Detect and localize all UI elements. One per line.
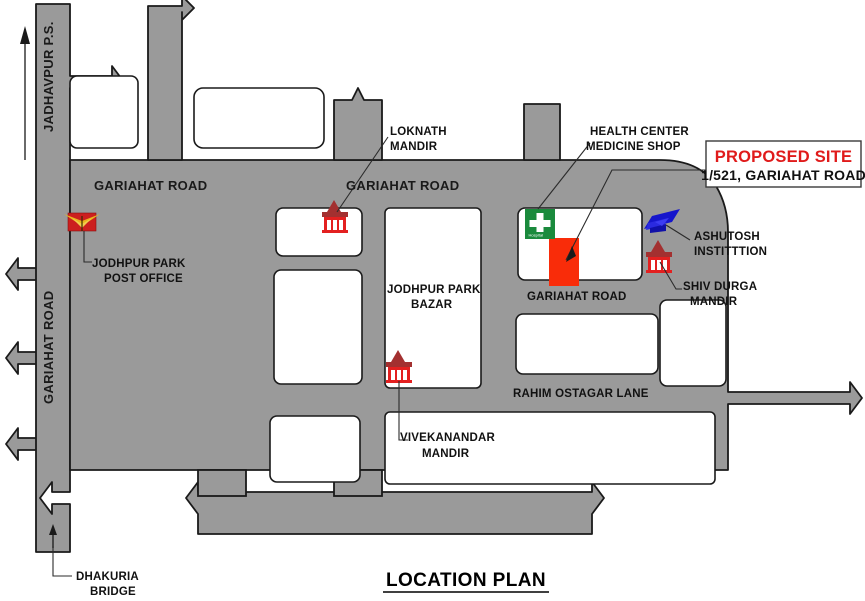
label-vivekanandar-mandir: VIVEKANANDAR MANDIR: [400, 432, 496, 460]
label-line-2: MANDIR: [690, 296, 738, 308]
road-upper-left-branch: [147, 0, 195, 161]
road-vivekanandar-link2: [197, 469, 247, 497]
leader-lines: [20, 26, 706, 577]
block-vivekanandar-plot: [384, 411, 716, 485]
road-loknath-branch: [333, 87, 383, 161]
label-line-2: MANDIR: [390, 141, 438, 153]
leader-proposed-site-arrowhead: [566, 246, 576, 262]
temple-icon-loknath: [322, 200, 348, 233]
road-label-jadhavpur-ps: JADHAVPUR P.S.: [41, 21, 56, 132]
label-jodhpur-park-post-office: JODHPUR PARK POST OFFICE: [92, 258, 186, 285]
label-line-1: VIVEKANANDAR: [400, 432, 496, 444]
proposed-site-address: 1/521, GARIAHAT ROAD: [701, 167, 865, 183]
arrow-dhakuria-head: [49, 524, 57, 535]
label-line-1: HEALTH CENTER: [590, 126, 689, 138]
block-col-a-mid: [273, 269, 363, 385]
block-right-small: [659, 299, 727, 387]
label-ashutosh-instittion: ASHUTOSH INSTITTTION: [694, 231, 767, 258]
label-health-center-medicine-shop: HEALTH CENTER MEDICINE SHOP: [586, 126, 689, 153]
label-jodhpur-park-bazar: JODHPUR PARK BAZAR: [387, 284, 481, 311]
label-line-1: ASHUTOSH: [694, 231, 760, 243]
label-line-2: POST OFFICE: [104, 273, 183, 285]
label-line-2: MANDIR: [422, 448, 470, 460]
block-jodhpur-park-bazar: [384, 207, 482, 389]
leader-ashutosh: [665, 224, 691, 241]
post-office-icon: [64, 212, 100, 232]
block-top-wide: [193, 87, 325, 149]
page-title: LOCATION PLAN: [386, 570, 546, 591]
label-line-1: DHAKURIA: [76, 571, 139, 583]
proposed-site-callout-box: [705, 140, 862, 188]
road-label-gariahat-right: GARIAHAT ROAD: [527, 291, 627, 303]
proposed-site-footprint: [549, 238, 579, 286]
label-shiv-durga-mandir: SHIV DURGA MANDIR: [683, 281, 757, 308]
label-line-1: JODHPUR PARK: [92, 258, 186, 270]
block-right-mid: [515, 313, 659, 375]
map-blocks: [69, 75, 727, 485]
road-health-center-branch: [523, 103, 561, 161]
leader-vivekanandar: [398, 381, 408, 441]
graduation-cap-icon: [644, 209, 680, 233]
proposed-site-callout[interactable]: PROPOSED SITE 1/521, GARIAHAT ROAD: [701, 140, 865, 188]
label-line-1: JODHPUR PARK: [387, 284, 481, 296]
leader-loknath: [336, 136, 389, 213]
plan-title-group: LOCATION PLAN: [383, 570, 549, 593]
road-label-rahim-ostagar-lane: RAHIM OSTAGAR LANE: [513, 388, 649, 400]
leader-shiv-durga: [659, 261, 682, 290]
leader-health-center: [537, 142, 591, 210]
label-line-2: MEDICINE SHOP: [586, 141, 681, 153]
label-loknath-mandir: LOKNATH MANDIR: [390, 126, 447, 153]
block-col-a-low: [269, 415, 361, 483]
block-top-left: [69, 75, 139, 149]
arrow-jadhavpur-head: [20, 26, 30, 44]
block-loknath-plot: [275, 207, 363, 257]
road-label-gariahat-top-mid: GARIAHAT ROAD: [346, 178, 459, 193]
label-line-2: BAZAR: [411, 299, 453, 311]
temple-icon-shiv-durga: [646, 240, 672, 273]
health-center-icon: Hospital: [525, 209, 555, 239]
svg-text:Hospital: Hospital: [529, 232, 544, 237]
label-line-2: INSTITTTION: [694, 246, 767, 258]
road-label-gariahat-top-left: GARIAHAT ROAD: [94, 178, 207, 193]
label-line-2: BRIDGE: [90, 586, 136, 598]
label-dhakuria-bridge: DHAKURIA BRIDGE: [76, 571, 139, 598]
road-label-gariahat-vertical: GARIAHAT ROAD: [41, 291, 56, 404]
leader-post-office: [83, 231, 92, 263]
leader-dhakuria-bridge: [52, 546, 72, 577]
proposed-site-title: PROPOSED SITE: [715, 148, 852, 166]
label-line-1: LOKNATH: [390, 126, 447, 138]
leader-proposed-site: [565, 169, 706, 261]
road-bottom-band: [185, 481, 605, 535]
label-line-1: SHIV DURGA: [683, 281, 757, 293]
